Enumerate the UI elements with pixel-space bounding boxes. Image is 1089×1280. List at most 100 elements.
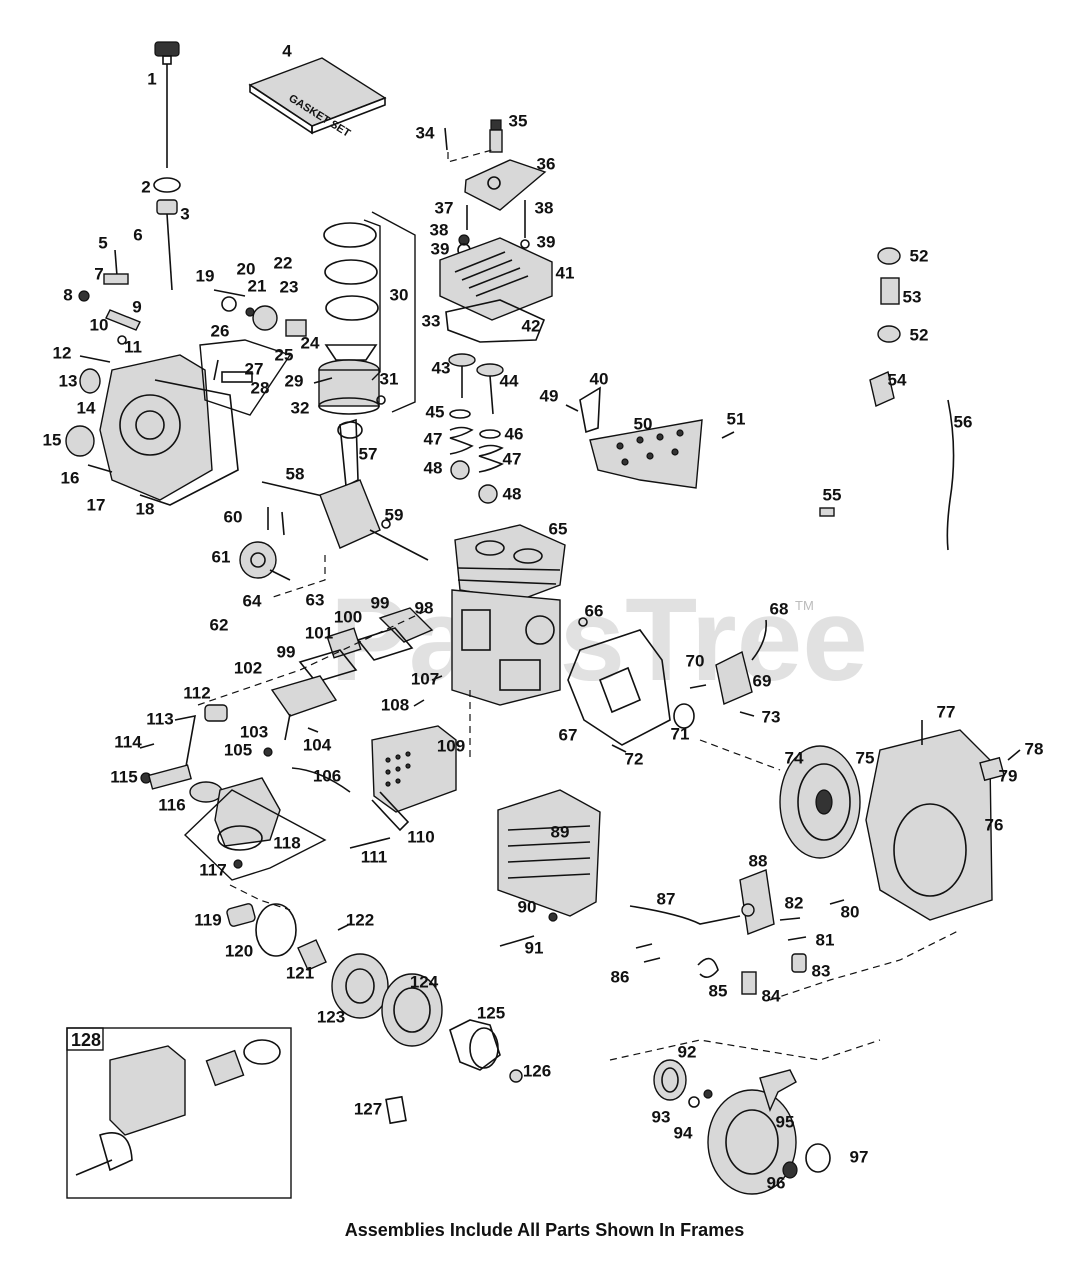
callout-51: 51 [727, 409, 746, 428]
leader-34 [447, 149, 493, 163]
gasket-set-box: GASKET SET [248, 57, 387, 140]
callout-39: 39 [537, 232, 556, 251]
callout-114: 114 [114, 732, 142, 751]
callout-55: 55 [823, 485, 842, 504]
callout-5: 5 [98, 233, 107, 252]
callout-110: 110 [407, 827, 434, 846]
callout-16: 16 [61, 468, 80, 487]
callout-94: 94 [674, 1123, 693, 1142]
callout-72: 72 [625, 749, 644, 768]
callout-7: 7 [94, 264, 103, 283]
callout-54: 54 [888, 370, 907, 389]
callout-109: 109 [437, 736, 465, 755]
callout-100: 100 [334, 607, 362, 626]
leader-throttle [769, 929, 961, 1001]
callout-21: 21 [248, 276, 267, 295]
callout-42: 42 [522, 316, 541, 335]
callout-53: 53 [903, 287, 922, 306]
leader-crank [269, 555, 326, 599]
callout-118: 118 [273, 833, 300, 852]
callout-34: 34 [416, 123, 435, 142]
callout-106: 106 [313, 766, 341, 785]
muffler [349, 725, 457, 849]
intake-parts [263, 607, 443, 793]
callout-83: 83 [812, 961, 831, 980]
callout-78: 78 [1025, 739, 1044, 758]
callout-46: 46 [505, 424, 524, 443]
callout-15: 15 [43, 430, 62, 449]
governor-parts [78, 249, 307, 383]
callout-29: 29 [285, 371, 304, 390]
callout-99: 99 [371, 593, 390, 612]
callout-60: 60 [224, 507, 243, 526]
leader-starter [609, 1039, 881, 1061]
callout-62: 62 [210, 615, 229, 634]
fan-housing [829, 720, 1021, 921]
callout-47: 47 [424, 429, 443, 448]
callout-73: 73 [762, 707, 781, 726]
callout-2: 2 [141, 177, 150, 196]
callout-61: 61 [212, 547, 231, 566]
callout-13: 13 [59, 371, 78, 390]
callout-3: 3 [180, 204, 189, 223]
callout-80: 80 [841, 902, 860, 921]
callout-48: 48 [424, 458, 443, 477]
callout-59: 59 [385, 505, 404, 524]
callout-30: 30 [390, 285, 409, 304]
callout-52: 52 [910, 325, 929, 344]
watermark-tm: TM [795, 598, 814, 613]
frame-29 [199, 339, 292, 416]
callout-63: 63 [306, 590, 325, 609]
callout-31: 31 [380, 369, 399, 388]
callout-105: 105 [224, 740, 252, 759]
callout-23: 23 [280, 277, 299, 296]
leader-intake [197, 607, 433, 706]
callout-102: 102 [234, 658, 262, 677]
callout-64: 64 [243, 591, 262, 610]
callout-82: 82 [785, 893, 804, 912]
callout-71: 71 [671, 724, 690, 743]
watermark: PartsTree [330, 574, 868, 706]
callout-49: 49 [540, 386, 559, 405]
callout-10: 10 [90, 315, 109, 334]
callout-75: 75 [856, 748, 875, 767]
callout-8: 8 [63, 285, 72, 304]
callout-11: 11 [124, 337, 142, 356]
callout-119: 119 [194, 910, 221, 929]
blower-housing [567, 617, 768, 753]
dipstick [153, 41, 181, 291]
callout-103: 103 [240, 722, 268, 741]
callout-67: 67 [559, 725, 578, 744]
callout-65: 65 [549, 519, 568, 538]
leader-air [229, 884, 291, 911]
callout-111: 111 [361, 847, 388, 866]
callout-9: 9 [132, 297, 141, 316]
footer-note: Assemblies Include All Parts Shown In Fr… [344, 1220, 745, 1240]
callout-12: 12 [53, 343, 72, 362]
callout-48: 48 [503, 484, 522, 503]
callout-95: 95 [776, 1112, 795, 1131]
callout-126: 126 [523, 1061, 551, 1080]
callout-38: 38 [430, 220, 449, 239]
callout-97: 97 [850, 1147, 869, 1166]
valves [448, 353, 504, 504]
callout-88: 88 [749, 851, 768, 870]
crankcase-cover [65, 354, 239, 506]
callout-43: 43 [432, 358, 451, 377]
callout-116: 116 [158, 795, 185, 814]
bracket-33 [371, 211, 416, 413]
breather-plate [565, 386, 735, 489]
piston-assembly [313, 222, 386, 415]
callout-101: 101 [305, 623, 333, 642]
callout-69: 69 [753, 671, 772, 690]
callout-120: 120 [225, 941, 253, 960]
callout-6: 6 [133, 225, 142, 244]
callout-52: 52 [910, 246, 929, 265]
callout-84: 84 [762, 986, 781, 1005]
box-128: 128 [66, 1027, 292, 1199]
callout-93: 93 [652, 1107, 671, 1126]
frame-118 [183, 789, 327, 881]
callout-104: 104 [303, 735, 332, 754]
